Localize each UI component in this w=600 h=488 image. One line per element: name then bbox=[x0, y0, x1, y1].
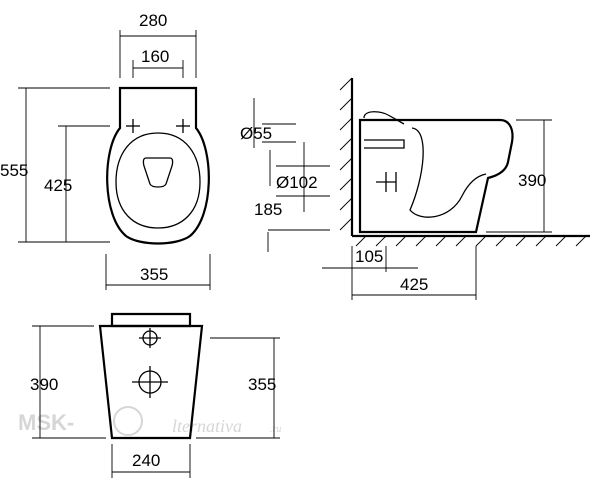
dim-outlet-offset: 105 bbox=[322, 246, 418, 272]
dim-front-height-right: 355 bbox=[196, 337, 280, 439]
dim-side-height: 390 bbox=[486, 119, 552, 233]
dim-top-length: 555 bbox=[0, 87, 110, 243]
top-view-bowl bbox=[115, 132, 201, 229]
dim-front-height-left: 390 bbox=[30, 325, 106, 439]
fixing-cross-left-icon bbox=[126, 119, 140, 133]
dim-label-dia55: Ø55 bbox=[240, 124, 272, 143]
watermark: MSK- lternativa .ru bbox=[18, 406, 281, 436]
watermark-brand-right: lternativa bbox=[172, 416, 242, 436]
dim-fixing-width: 160 bbox=[132, 47, 184, 78]
dim-label-280: 280 bbox=[139, 11, 167, 30]
front-outlet-icon bbox=[132, 366, 168, 398]
front-view-body bbox=[98, 324, 204, 440]
dim-label-555: 555 bbox=[0, 161, 28, 180]
dim-label-355-top: 355 bbox=[140, 265, 168, 284]
side-view-trap bbox=[409, 127, 487, 218]
watermark-logo-icon bbox=[113, 406, 143, 436]
dim-label-160: 160 bbox=[141, 47, 169, 66]
floor-hatch bbox=[352, 234, 590, 247]
dim-bowl-width: 355 bbox=[105, 254, 211, 290]
top-view: 280 160 555 425 355 bbox=[0, 11, 211, 290]
dim-label-355-front: 355 bbox=[248, 375, 276, 394]
watermark-brand-left: MSK- bbox=[18, 410, 74, 435]
dim-label-390-side: 390 bbox=[518, 171, 546, 190]
dim-label-390-front: 390 bbox=[30, 375, 58, 394]
side-view-outlet bbox=[364, 139, 405, 149]
front-view: 390 355 240 bbox=[30, 312, 280, 478]
dim-label-dia102: Ø102 bbox=[276, 173, 318, 192]
pipe-details: Ø55 Ø102 185 bbox=[240, 98, 330, 252]
front-upper-fixing-icon bbox=[139, 328, 161, 348]
dim-side-depth: 425 bbox=[351, 246, 477, 300]
wall-hatch bbox=[339, 77, 354, 236]
side-fixing-cross-icon bbox=[376, 172, 397, 192]
dim-label-185: 185 bbox=[254, 200, 282, 219]
side-view-seat bbox=[363, 111, 405, 125]
dim-label-105: 105 bbox=[355, 247, 383, 266]
side-view: 390 105 425 bbox=[322, 77, 590, 300]
side-view-body bbox=[358, 118, 514, 234]
top-view-outline bbox=[106, 86, 210, 245]
watermark-domain: .ru bbox=[270, 424, 281, 435]
dim-top-width: 280 bbox=[119, 11, 197, 78]
dim-label-425-top: 425 bbox=[44, 176, 72, 195]
fixing-cross-right-icon bbox=[176, 119, 190, 133]
dim-top-fixing-length: 425 bbox=[44, 125, 110, 243]
dim-front-base: 240 bbox=[111, 444, 191, 478]
dim-label-240: 240 bbox=[132, 451, 160, 470]
top-view-drain bbox=[142, 157, 174, 188]
dim-label-425-side: 425 bbox=[400, 275, 428, 294]
front-view-cap bbox=[110, 312, 192, 328]
